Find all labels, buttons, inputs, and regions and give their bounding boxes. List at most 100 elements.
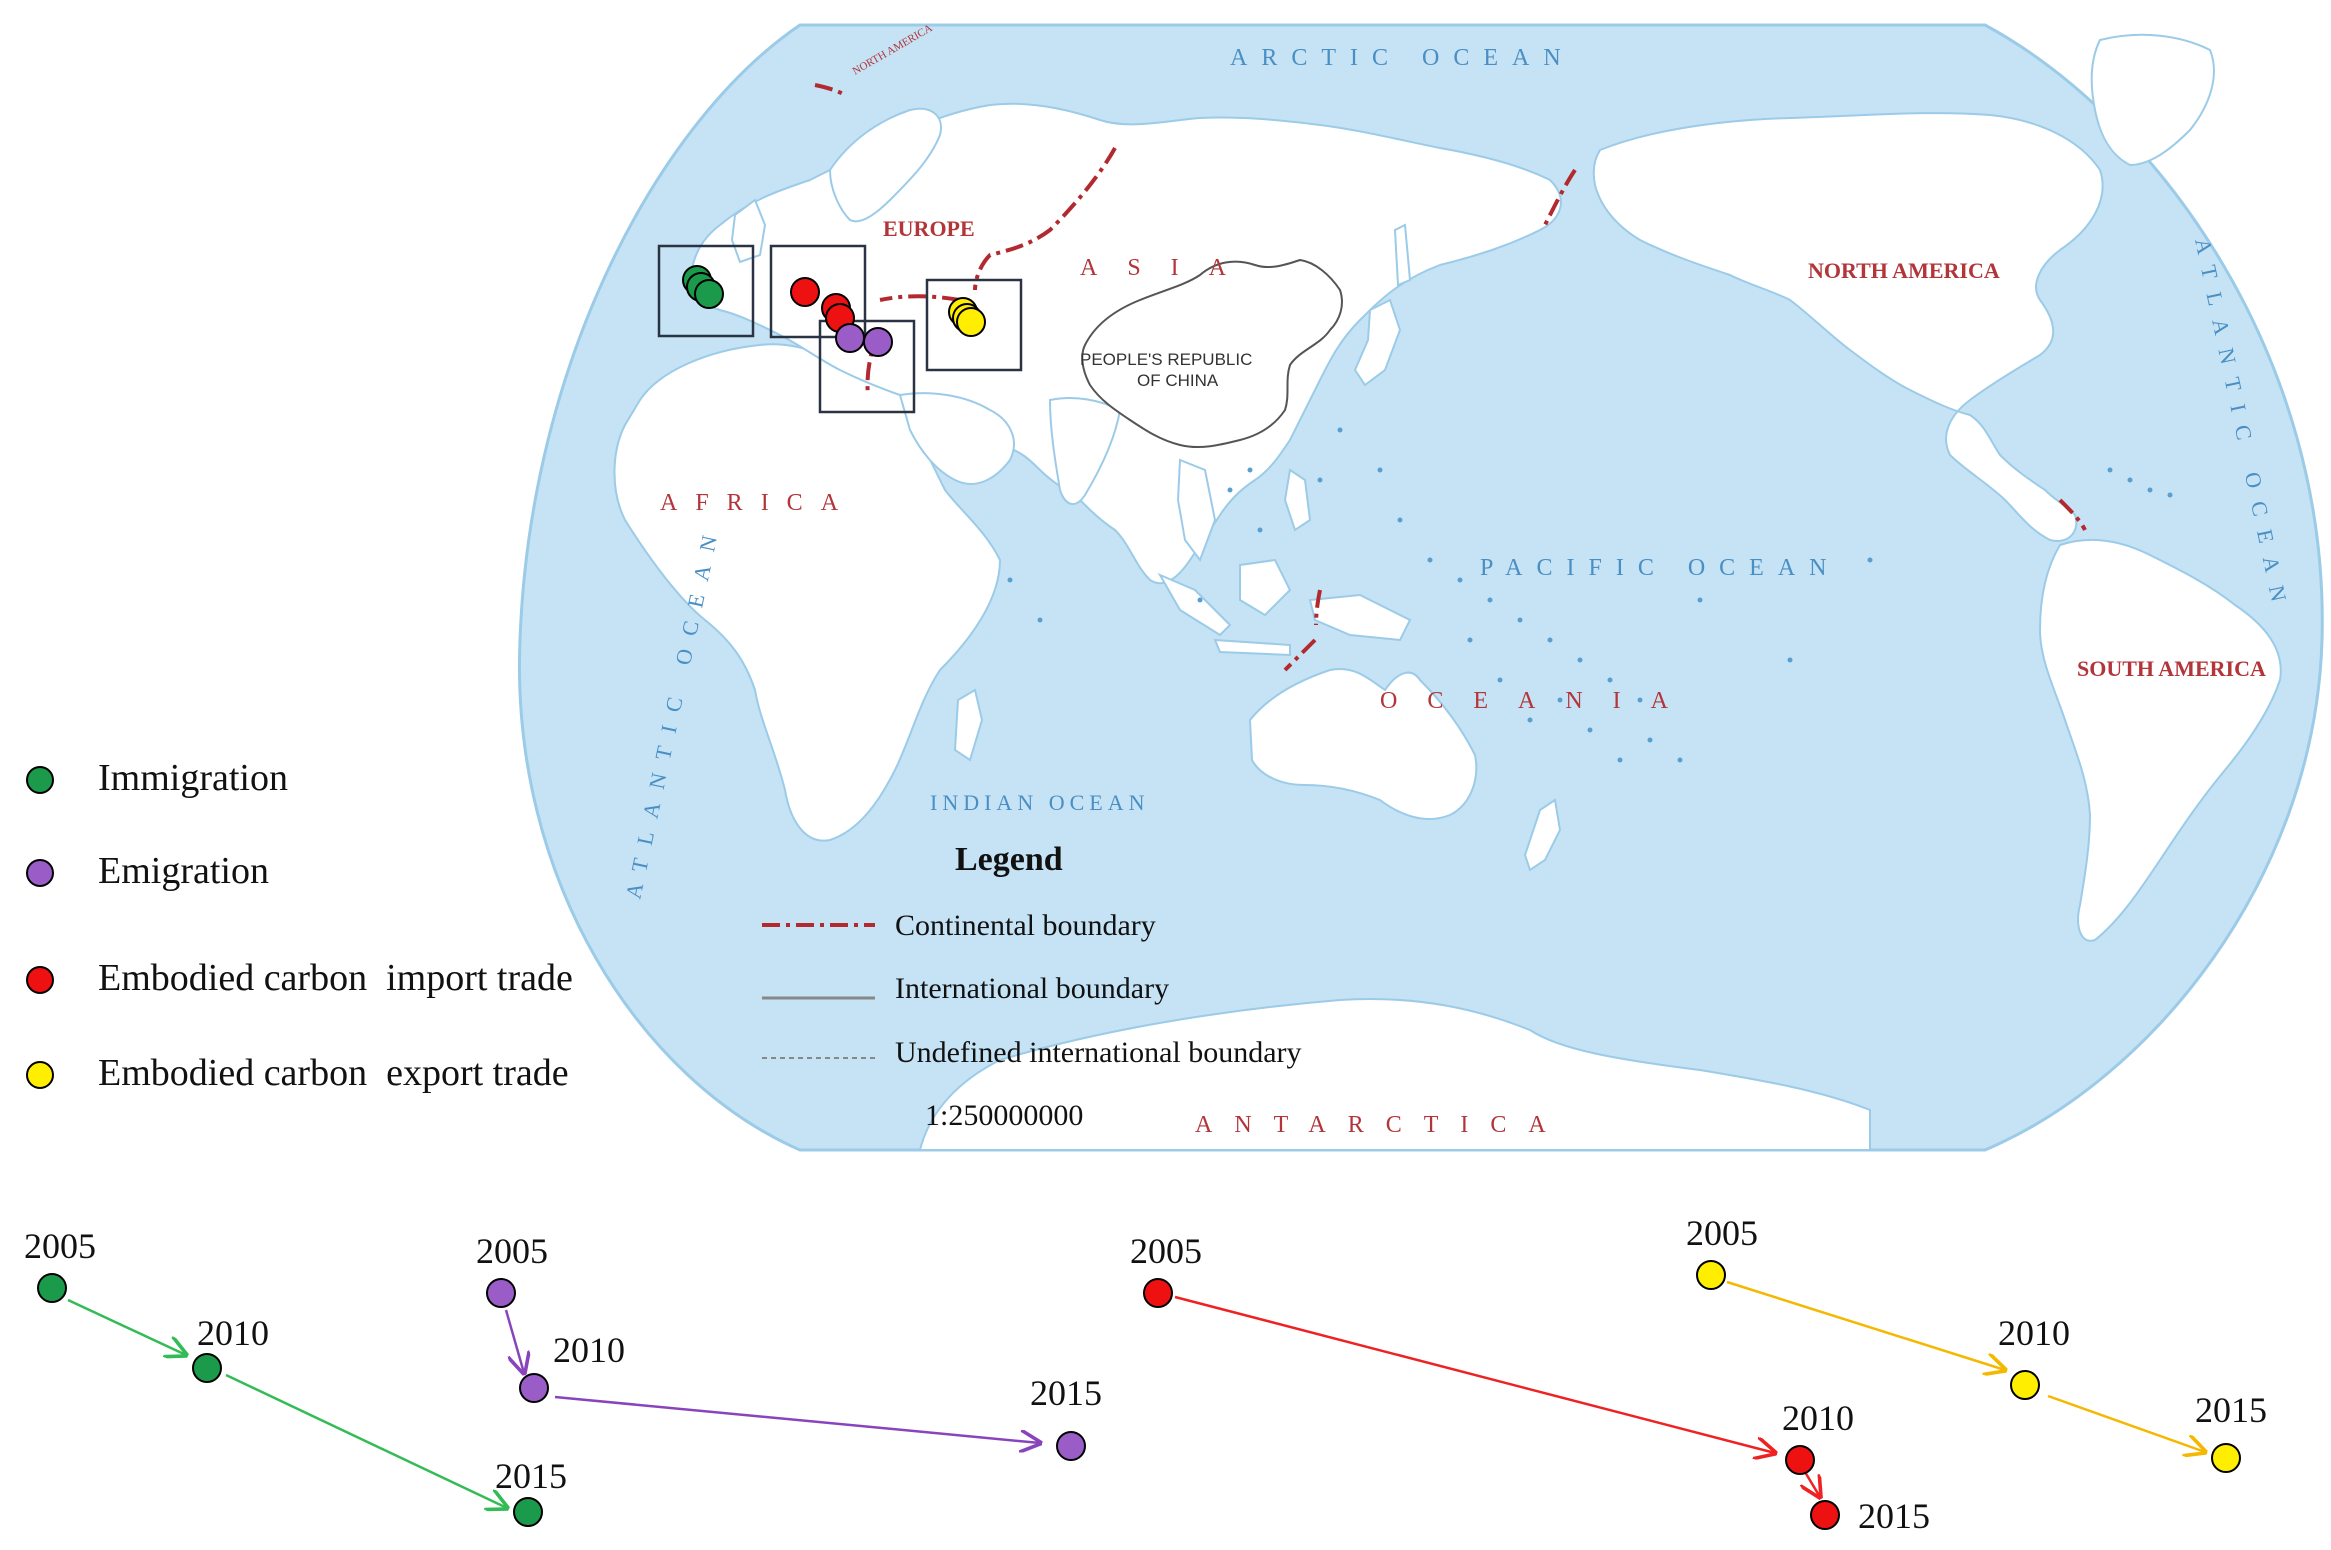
year-label: 2005 bbox=[24, 1226, 96, 1266]
trajectory-arrow bbox=[2047, 1394, 2205, 1452]
greenland bbox=[2090, 33, 2215, 167]
series-legend: Immigration Emigration Embodied carbon i… bbox=[26, 757, 573, 1094]
trajectory-point bbox=[1056, 1431, 1086, 1461]
india bbox=[1048, 397, 1122, 505]
java bbox=[1213, 638, 1291, 657]
year-label: 2005 bbox=[476, 1231, 548, 1271]
map-legend-scale: 1:250000000 bbox=[925, 1099, 1083, 1132]
map-legend: Legend Continental boundary Internationa… bbox=[762, 841, 1302, 1132]
ocean-label-arctic: ARCTIC OCEAN bbox=[1230, 45, 1575, 71]
antarctica-landmass bbox=[918, 998, 1871, 1151]
australia-landmass bbox=[1248, 668, 1478, 820]
legend-label-emigration: Emigration bbox=[98, 850, 269, 892]
madagascar bbox=[953, 688, 984, 762]
borneo bbox=[1239, 558, 1292, 617]
sakhalin bbox=[1393, 223, 1412, 287]
trajectory-import: 2005 2010 2015 bbox=[1130, 1231, 1930, 1536]
southeast-asia bbox=[1176, 458, 1217, 563]
series-legend-item: Emigration bbox=[26, 850, 269, 892]
trajectory-emigration: 2005 2010 2015 bbox=[476, 1231, 1102, 1461]
continent-label-asia: ASIA bbox=[1080, 255, 1256, 281]
scandinavia bbox=[828, 107, 942, 223]
year-label: 2015 bbox=[2195, 1390, 2267, 1430]
south-america-landmass bbox=[2038, 538, 2282, 942]
world-map: ARCTIC OCEAN PACIFIC OCEAN INDIAN OCEAN … bbox=[517, 22, 2324, 1152]
legend-dot-emigration bbox=[26, 859, 54, 887]
highlight-box-import bbox=[769, 244, 867, 339]
continent-label-antarctica: ANTARCTICA bbox=[1195, 1112, 1568, 1138]
japan bbox=[1353, 298, 1402, 387]
legend-dot-immigration bbox=[26, 766, 54, 794]
marker-import bbox=[790, 277, 820, 307]
year-label: 2010 bbox=[197, 1313, 269, 1353]
year-label: 2015 bbox=[1030, 1373, 1102, 1413]
year-label: 2010 bbox=[1998, 1313, 2070, 1353]
map-legend-undefined: Undefined international boundary bbox=[895, 1036, 1302, 1069]
legend-label-import: Embodied carbon import trade bbox=[98, 957, 573, 999]
trajectory-immigration: 2005 2010 2015 bbox=[24, 1226, 567, 1527]
marker-export bbox=[956, 307, 986, 337]
series-legend-item: Embodied carbon export trade bbox=[26, 1052, 569, 1094]
legend-label-immigration: Immigration bbox=[98, 757, 288, 799]
map-legend-continental: Continental boundary bbox=[895, 909, 1156, 942]
north-america-landmass bbox=[1592, 112, 2104, 542]
continent-label-south-america: SOUTH AMERICA bbox=[2077, 656, 2266, 681]
map-legend-international: International boundary bbox=[895, 972, 1169, 1005]
continental-boundaries bbox=[814, 83, 2087, 672]
china-label-line1: PEOPLE'S REPUBLIC bbox=[1080, 350, 1252, 369]
year-label: 2015 bbox=[495, 1456, 567, 1496]
pacific-islands bbox=[1007, 427, 2173, 763]
series-legend-item: Immigration bbox=[26, 757, 288, 799]
trajectory-point bbox=[519, 1373, 549, 1403]
continent-label-oceania: OCEANIA bbox=[1380, 688, 1698, 714]
legend-dot-export bbox=[26, 1061, 54, 1089]
new-zealand bbox=[1523, 798, 1562, 872]
sumatra bbox=[1157, 572, 1232, 637]
trajectory-arrow bbox=[67, 1298, 186, 1355]
china-outline bbox=[1081, 258, 1343, 449]
series-legend-item: Embodied carbon import trade bbox=[26, 957, 573, 999]
marker-emigration bbox=[835, 323, 865, 353]
trajectory-point bbox=[486, 1278, 516, 1308]
trajectory-point bbox=[1785, 1445, 1815, 1475]
legend-dot-import bbox=[26, 966, 54, 994]
trajectory-export: 2005 2010 2015 bbox=[1686, 1213, 2267, 1473]
trajectory-point bbox=[192, 1353, 222, 1383]
continent-label-europe: EUROPE bbox=[883, 216, 975, 241]
new-guinea bbox=[1308, 593, 1412, 642]
map-legend-title: Legend bbox=[955, 841, 1063, 878]
continent-label-north-america: NORTH AMERICA bbox=[1808, 258, 2000, 283]
highlight-box-emigration bbox=[818, 319, 916, 414]
trajectory-point bbox=[2010, 1370, 2040, 1400]
trajectory-arrow bbox=[1726, 1280, 2005, 1370]
trajectory-point bbox=[37, 1273, 67, 1303]
trajectory-point bbox=[1696, 1260, 1726, 1290]
trajectory-arrow bbox=[554, 1395, 1040, 1443]
continent-label-africa: AFRICA bbox=[660, 490, 856, 516]
trajectory-arrow bbox=[1805, 1471, 1820, 1497]
year-label: 2005 bbox=[1130, 1231, 1202, 1271]
trajectory-point bbox=[2211, 1443, 2241, 1473]
trajectory-arrow bbox=[504, 1309, 524, 1373]
philippines bbox=[1283, 468, 1312, 532]
map-markers bbox=[682, 265, 986, 357]
trajectory-point bbox=[1143, 1278, 1173, 1308]
trajectory-point bbox=[1810, 1500, 1840, 1530]
highlight-box-export bbox=[925, 278, 1023, 372]
ocean-label-indian: INDIAN OCEAN bbox=[930, 790, 1149, 815]
year-label: 2005 bbox=[1686, 1213, 1758, 1253]
trajectory-arrow bbox=[225, 1373, 507, 1508]
year-label: 2010 bbox=[1782, 1398, 1854, 1438]
highlight-box-immigration bbox=[657, 244, 755, 338]
year-label: 2010 bbox=[553, 1330, 625, 1370]
marker-immigration bbox=[694, 279, 724, 309]
trajectory-point bbox=[513, 1497, 543, 1527]
ocean-label-pacific: PACIFIC OCEAN bbox=[1480, 555, 1841, 581]
arabia bbox=[898, 392, 1015, 485]
legend-label-export: Embodied carbon export trade bbox=[98, 1052, 569, 1094]
marker-emigration bbox=[863, 327, 893, 357]
trajectory-arrow bbox=[1174, 1295, 1775, 1453]
year-label: 2015 bbox=[1858, 1496, 1930, 1536]
china-label-line2: OF CHINA bbox=[1137, 371, 1219, 390]
